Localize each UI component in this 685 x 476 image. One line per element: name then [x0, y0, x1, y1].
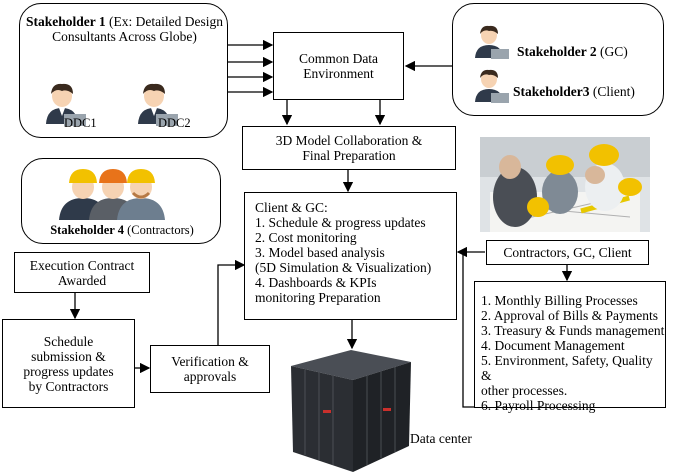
stakeholder23-box: Stakeholder 2 (GC) Stakeholder3 (Client) [452, 3, 664, 116]
client-gc-line: (5D Simulation & Visualization) [255, 260, 432, 275]
cde-box: Common Data Environment [273, 32, 404, 100]
processes-box: 1. Monthly Billing Processes 2. Approval… [474, 281, 666, 413]
stakeholder3-title: Stakeholder3 (Client) [513, 84, 635, 99]
person-laptop-icon [46, 83, 86, 126]
schedule-line: by Contractors [28, 378, 109, 394]
process-line: other processes. [481, 383, 568, 398]
collab-box: 3D Model Collaboration & Final Preparati… [242, 126, 456, 170]
verification-line2: approvals [183, 369, 237, 384]
client-gc-line: monitoring Preparation [255, 290, 381, 305]
arrow-verification-clientgc [217, 259, 246, 345]
bracket-processes [462, 252, 474, 408]
client-gc-line: 4. Dashboards & KPIs [255, 275, 377, 290]
client-gc-line: 3. Model based analysis [255, 245, 385, 260]
schedule-box: Schedule submission & progress updates b… [2, 319, 135, 408]
client-gc-line: 2. Cost monitoring [255, 230, 357, 245]
client-gc-line: 1. Schedule & progress updates [255, 215, 426, 230]
process-line: 5. Environment, Safety, Quality & [481, 353, 653, 383]
stakeholder1-title: Stakeholder 1 (Ex: Detailed Design Consu… [26, 14, 223, 44]
data-center-server-icon [291, 350, 411, 472]
process-line: 4. Document Management [481, 338, 625, 353]
person-label-ddc2: DDC2 [158, 116, 191, 130]
contractors-helmet-icon [59, 169, 165, 220]
stakeholder4-box: Stakeholder 4 (Contractors) [21, 158, 221, 244]
stakeholder1-box: Stakeholder 1 (Ex: Detailed Design Consu… [19, 3, 228, 138]
verification-line1: Verification & [171, 354, 249, 369]
cde-line1: Common Data [298, 51, 379, 66]
stakeholder2-title: Stakeholder 2 (GC) [517, 44, 628, 59]
person-laptop-icon [138, 83, 178, 126]
cde-line2: Environment [303, 66, 374, 81]
stakeholder4-title: Stakeholder 4 (Contractors) [50, 223, 194, 237]
construction-team-photo [480, 137, 650, 232]
person-label-ddc1: DDC1 [64, 116, 97, 130]
client-gc-box: Client & GC: 1. Schedule & progress upda… [244, 192, 457, 320]
person-laptop-icon [475, 69, 509, 103]
schedule-line: Schedule [43, 333, 94, 349]
collab-line1: 3D Model Collaboration & [275, 133, 423, 148]
contractors-gc-client-label: Contractors, GC, Client [503, 245, 632, 260]
client-gc-line: Client & GC: [255, 200, 328, 215]
process-line: 6. Payroll Processing [481, 398, 596, 413]
contractors-gc-client-box: Contractors, GC, Client [486, 240, 649, 265]
data-center-label: Data center [410, 431, 472, 446]
execution-line2: Awarded [57, 272, 107, 288]
collab-line2: Final Preparation [302, 148, 396, 163]
process-line: 1. Monthly Billing Processes [481, 293, 638, 308]
schedule-line: progress updates [23, 363, 114, 379]
verification-box: Verification & approvals [150, 345, 270, 393]
process-line: 2. Approval of Bills & Payments [481, 308, 658, 323]
person-laptop-icon [475, 25, 509, 59]
schedule-line: submission & [31, 348, 106, 364]
execution-line1: Execution Contract [29, 257, 135, 273]
execution-box: Execution Contract Awarded [14, 252, 150, 293]
process-line: 3. Treasury & Funds management [481, 323, 665, 338]
